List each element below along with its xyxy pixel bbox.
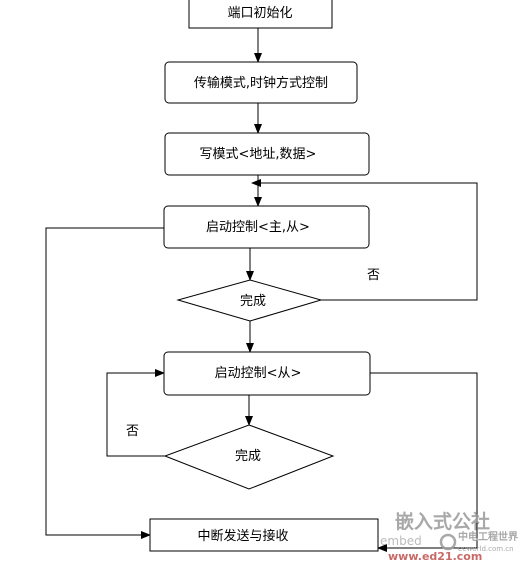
node-start-slave-label: 启动控制<从> xyxy=(215,366,302,381)
node-irq-box xyxy=(149,518,379,552)
node-done1-diamond xyxy=(176,279,323,322)
node-init: 端口初始化 xyxy=(188,0,333,29)
node-mode-label: 传输模式,时钟方式控制 xyxy=(194,75,328,91)
node-write: 写模式<地址,数据> xyxy=(164,132,370,176)
watermark-line2: 中电工程世界 xyxy=(458,530,518,543)
node-write-box xyxy=(164,132,370,176)
node-done2-label: 完成 xyxy=(235,449,261,464)
node-done1-label: 完成 xyxy=(240,294,266,309)
node-write-label: 写模式<地址,数据> xyxy=(200,147,317,162)
watermark-line1: 嵌入式公社 xyxy=(395,510,490,533)
connectors xyxy=(45,28,478,552)
node-irq-label: 中断发送与接收 xyxy=(197,528,288,544)
node-mode: 传输模式,时钟方式控制 xyxy=(164,61,358,104)
node-done1: 完成 xyxy=(176,279,323,322)
node-irq: 中断发送与接收 xyxy=(149,518,379,552)
edge-done1-no-loop xyxy=(251,179,478,301)
node-start-slave: 启动控制<从> xyxy=(163,351,371,396)
edge-label-no-2: 否 xyxy=(126,424,139,439)
watermark-line5: embed xyxy=(380,534,422,548)
node-start-master: 启动控制<主,从> xyxy=(163,205,370,249)
node-done2-diamond xyxy=(163,424,335,490)
node-start-master-box xyxy=(163,205,370,249)
edge-done2-no-loop xyxy=(106,369,165,457)
node-done2: 完成 xyxy=(163,424,335,490)
node-init-box xyxy=(188,0,333,29)
watermark-line4: www.ed21.com xyxy=(388,550,482,562)
watermark-line3: eeworld.com.cn xyxy=(458,545,514,553)
node-init-label: 端口初始化 xyxy=(227,6,292,21)
watermark-logo-icon xyxy=(439,533,457,551)
node-start-slave-box xyxy=(163,351,371,396)
watermark: 嵌入式公社 embed 中电工程世界 eeworld.com.cn www.ed… xyxy=(380,510,518,562)
edge-start-master-to-irq xyxy=(45,227,164,539)
node-start-master-label: 启动控制<主,从> xyxy=(206,220,310,235)
edge-label-no-1: 否 xyxy=(367,268,380,283)
edge-start-slave-to-irq xyxy=(370,372,478,552)
node-mode-box xyxy=(164,61,358,104)
